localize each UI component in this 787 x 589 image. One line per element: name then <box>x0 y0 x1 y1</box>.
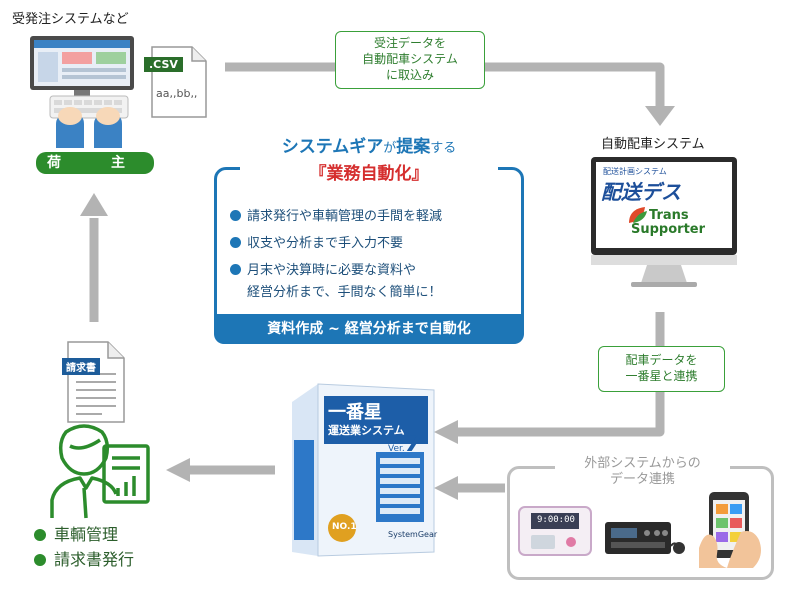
leaf-icon <box>629 207 647 223</box>
product-name: 一番星 <box>328 402 382 423</box>
dispatch-monitor: 配送計画システム 配送デス Trans Supporter <box>589 155 739 290</box>
callout-bullet-1: 請求発行や車輌管理の手間を軽減 <box>230 205 442 224</box>
callout-footer: 資料作成 ~ 経営分析まで自動化 <box>214 314 524 344</box>
external-systems-title: 外部システムからの データ連携 <box>555 456 730 488</box>
dispatch-system-label: 自動配車システム <box>601 137 705 152</box>
haisou-desu-small: 配送計画システム <box>603 167 667 176</box>
typing-hands-icon <box>49 95 129 148</box>
product-badge: NO.1 <box>332 522 357 532</box>
smartphone-hand-icon <box>699 492 761 568</box>
monitor-icon <box>30 36 134 102</box>
callout-subheading: 『業務自動化』 <box>309 164 429 184</box>
callout-heading: システムギアが提案する 『業務自動化』 <box>240 132 498 184</box>
haisou-desu-logo: 配送デス <box>601 180 681 204</box>
arrowhead-up <box>80 193 108 216</box>
product-version: Ver.7 <box>388 428 423 458</box>
invoice-document-icon: 請求書 <box>62 340 126 424</box>
callout-bullet-3-cont: 経営分析まで、手間なく簡単に！ <box>247 285 442 300</box>
invoice-title: 請求書 <box>62 358 100 375</box>
result-vehicle-mgmt: 車輌管理 <box>34 521 118 545</box>
shipper-system-label: 受発注システムなど <box>12 12 129 27</box>
csv-file-icon: .CSV aa,,bb,, <box>144 45 208 119</box>
arrowhead-import <box>645 106 675 126</box>
shipper-role-pill: 荷 主 <box>36 152 154 174</box>
link-data-box: 配車データを 一番星と連携 <box>598 346 725 392</box>
import-data-box: 受注データを 自動配車システム に取込み <box>335 31 485 89</box>
csv-tag: .CSV <box>144 57 183 72</box>
trans-supporter-logo: Trans Supporter <box>631 208 706 237</box>
staff-person-icon <box>50 424 150 519</box>
csv-sample: aa,,bb,, <box>156 87 198 100</box>
callout-bullet-2: 収支や分析まで手入力不要 <box>230 232 403 251</box>
callout-bullet-3: 月末や決算時に必要な資料や <box>230 259 416 278</box>
arrowhead-external <box>434 476 458 500</box>
arrowhead-results <box>166 458 190 482</box>
arrowhead-link <box>434 420 458 444</box>
result-invoice-issue: 請求書発行 <box>34 546 134 570</box>
product-box: 一番星 運送業システム Ver.7 NO.1 SystemGear <box>288 380 438 560</box>
in-vehicle-terminal-icon <box>605 522 685 554</box>
device-time: 9:00:00 <box>537 515 575 525</box>
digital-tachograph-device: 9:00:00 <box>517 505 593 557</box>
product-subtitle: 運送業システム <box>328 424 405 437</box>
product-brand: SystemGear <box>388 530 438 539</box>
